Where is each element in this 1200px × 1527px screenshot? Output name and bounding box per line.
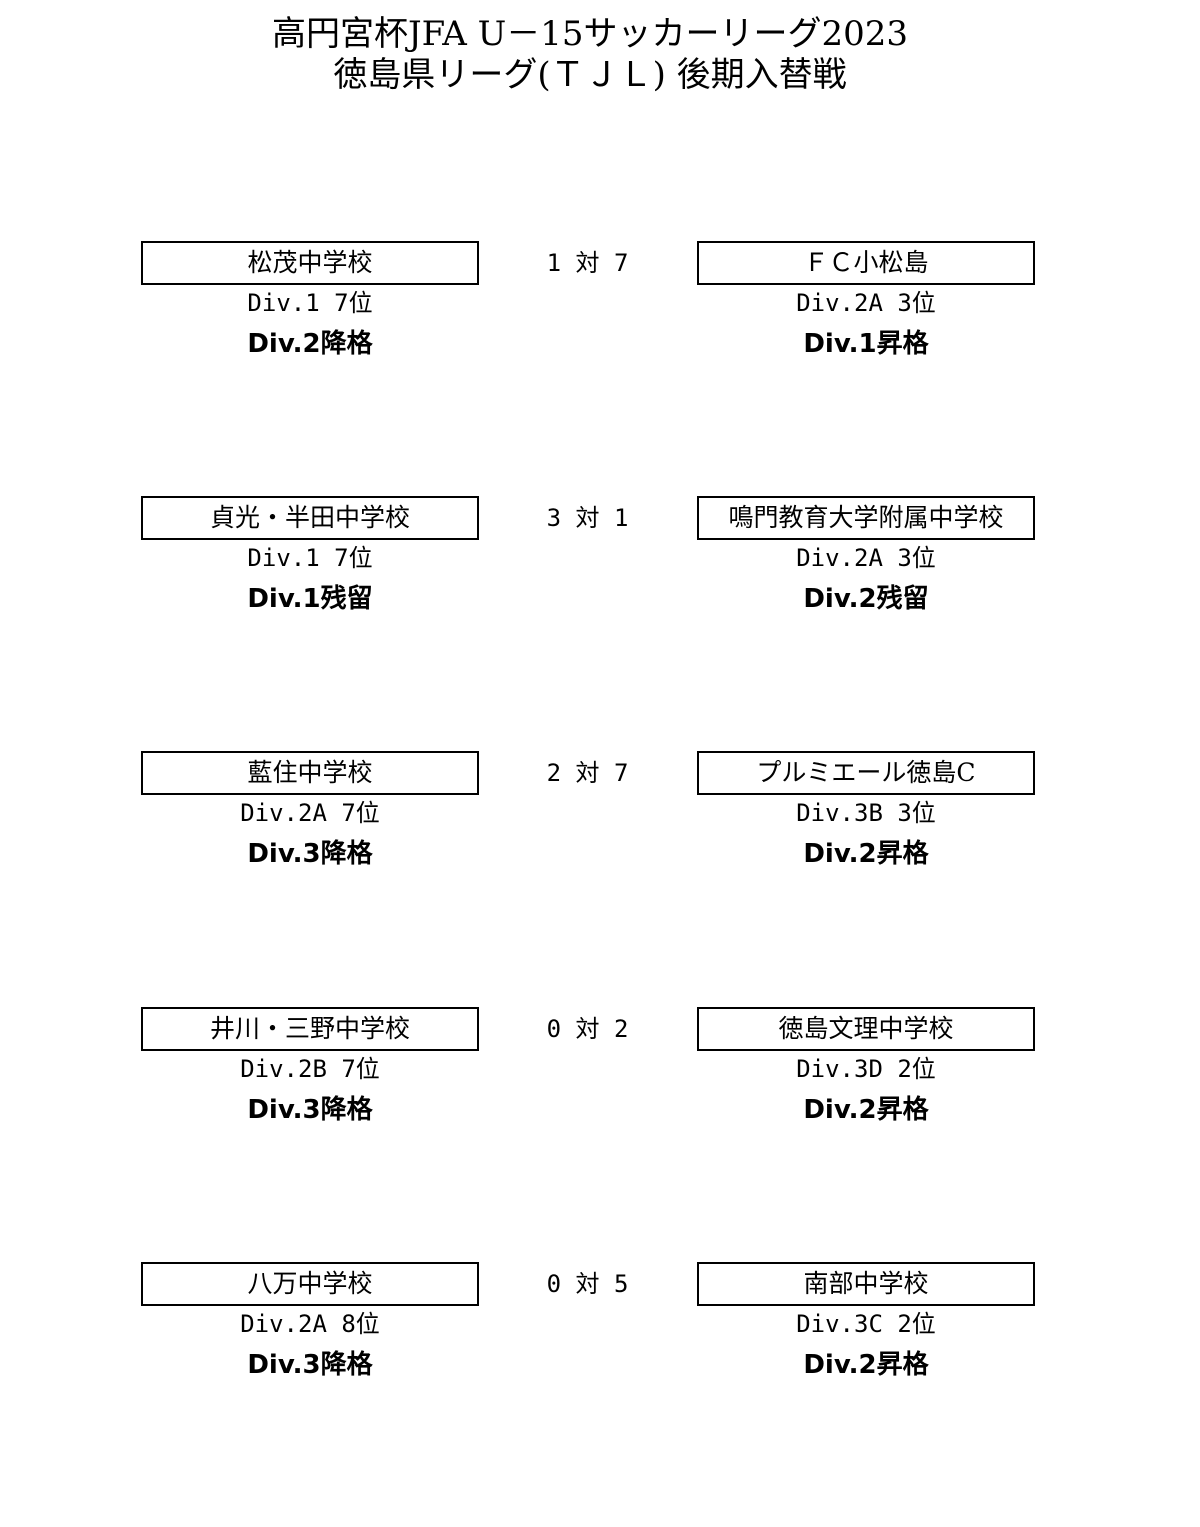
right-team-rank: Div.2A 3位 <box>796 289 936 317</box>
title-line-1: 高円宮杯JFA U－15サッカーリーグ2023 <box>271 14 909 54</box>
left-team-result: Div.2降格 <box>247 329 373 359</box>
title-line-2: 徳島県リーグ(ＴＪＬ) 後期入替戦 <box>333 55 847 95</box>
right-team-result: Div.2昇格 <box>803 839 929 869</box>
right-team-result: Div.2昇格 <box>803 1350 929 1380</box>
match-score: 0 対 5 <box>546 1270 629 1298</box>
right-team-box: 鳴門教育大学附属中学校 <box>697 496 1035 540</box>
right-team-box: 南部中学校 <box>697 1262 1035 1306</box>
right-team-result: Div.1昇格 <box>803 329 929 359</box>
left-team-box: 松茂中学校 <box>141 241 479 285</box>
left-team-box: 八万中学校 <box>141 1262 479 1306</box>
left-team-rank: Div.1 7位 <box>247 544 373 572</box>
match-5: 八万中学校 0 対 5 南部中学校 Div.2A 8位 Div.3C 2位 Di… <box>0 1262 1200 1412</box>
left-team-rank: Div.1 7位 <box>247 289 373 317</box>
right-team-box: プルミエール徳島C <box>697 751 1035 795</box>
right-team-box: 徳島文理中学校 <box>697 1007 1035 1051</box>
match-4: 井川・三野中学校 0 対 2 徳島文理中学校 Div.2B 7位 Div.3D … <box>0 1007 1200 1157</box>
match-1: 松茂中学校 1 対 7 ＦＣ小松島 Div.1 7位 Div.2A 3位 Div… <box>0 241 1200 391</box>
left-team-result: Div.1残留 <box>247 584 373 614</box>
left-team-box: 藍住中学校 <box>141 751 479 795</box>
match-score: 1 対 7 <box>546 249 629 277</box>
left-team-result: Div.3降格 <box>247 1350 373 1380</box>
document-title: 高円宮杯JFA U－15サッカーリーグ2023 徳島県リーグ(ＴＪＬ) 後期入替… <box>0 14 1180 96</box>
left-team-rank: Div.2B 7位 <box>240 1055 380 1083</box>
right-team-result: Div.2残留 <box>803 584 929 614</box>
left-team-result: Div.3降格 <box>247 1095 373 1125</box>
left-team-rank: Div.2A 8位 <box>240 1310 380 1338</box>
left-team-rank: Div.2A 7位 <box>240 799 380 827</box>
match-score: 3 対 1 <box>546 504 629 532</box>
right-team-rank: Div.3C 2位 <box>796 1310 936 1338</box>
right-team-rank: Div.3B 3位 <box>796 799 936 827</box>
left-team-box: 貞光・半田中学校 <box>141 496 479 540</box>
left-team-box: 井川・三野中学校 <box>141 1007 479 1051</box>
match-score: 0 対 2 <box>546 1015 629 1043</box>
match-score: 2 対 7 <box>546 759 629 787</box>
match-2: 貞光・半田中学校 3 対 1 鳴門教育大学附属中学校 Div.1 7位 Div.… <box>0 496 1200 646</box>
right-team-rank: Div.3D 2位 <box>796 1055 936 1083</box>
right-team-box: ＦＣ小松島 <box>697 241 1035 285</box>
left-team-result: Div.3降格 <box>247 839 373 869</box>
right-team-result: Div.2昇格 <box>803 1095 929 1125</box>
match-3: 藍住中学校 2 対 7 プルミエール徳島C Div.2A 7位 Div.3B 3… <box>0 751 1200 901</box>
right-team-rank: Div.2A 3位 <box>796 544 936 572</box>
